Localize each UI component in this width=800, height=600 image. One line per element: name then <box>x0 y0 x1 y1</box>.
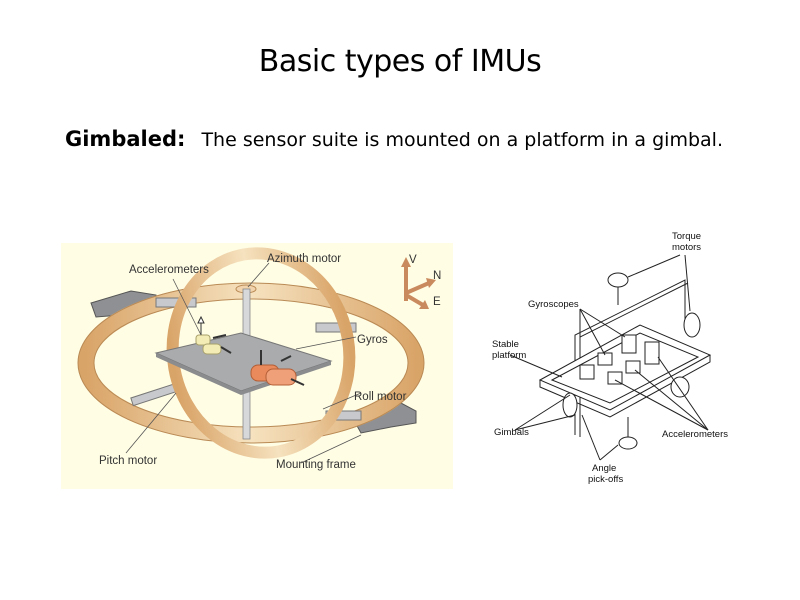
label-pick-offs: pick-offs <box>588 474 623 485</box>
gimbaled-imu-illustration: Accelerometers Azimuth motor Gyros Roll … <box>61 243 453 489</box>
platform-drawing: Torque motors Gyroscopes Stable platform… <box>492 231 728 485</box>
label-gyros: Gyros <box>357 334 388 346</box>
axes-icon: V N E <box>401 254 441 309</box>
label-gyroscopes: Gyroscopes <box>528 299 579 310</box>
label-mounting-frame: Mounting frame <box>276 459 356 471</box>
accelerometers-block <box>195 315 232 355</box>
gyros-block <box>250 350 305 386</box>
axis-n: N <box>433 270 441 282</box>
axis-e: E <box>433 296 441 308</box>
axis-v: V <box>409 254 417 266</box>
torque-motor-top <box>607 272 629 288</box>
label-gimbals: Gimbals <box>494 427 529 438</box>
label-azimuth-motor: Azimuth motor <box>267 253 341 265</box>
torque-motor-side <box>683 312 701 338</box>
label-pitch-motor: Pitch motor <box>99 455 157 467</box>
description-text: The sensor suite is mounted on a platfor… <box>201 129 723 151</box>
label-motors: motors <box>672 242 701 253</box>
label-accelerometers: Accelerometers <box>129 264 209 276</box>
label-platform: platform <box>492 350 526 361</box>
label-torque: Torque <box>672 231 701 242</box>
label-accelerometers: Accelerometers <box>662 429 728 440</box>
slide-title: Basic types of IMUs <box>258 44 542 79</box>
gimbal-drawing: Accelerometers Azimuth motor Gyros Roll … <box>77 247 441 471</box>
inner-gimbal-ring <box>166 247 356 459</box>
label-stable: Stable <box>492 339 519 350</box>
gimbaled-description: Gimbaled: The sensor suite is mounted on… <box>65 127 723 151</box>
stable-platform-diagram: Torque motors Gyroscopes Stable platform… <box>480 225 760 495</box>
label-roll-motor: Roll motor <box>354 391 407 403</box>
label-angle: Angle <box>592 463 616 474</box>
gimbaled-term: Gimbaled: <box>65 127 186 151</box>
